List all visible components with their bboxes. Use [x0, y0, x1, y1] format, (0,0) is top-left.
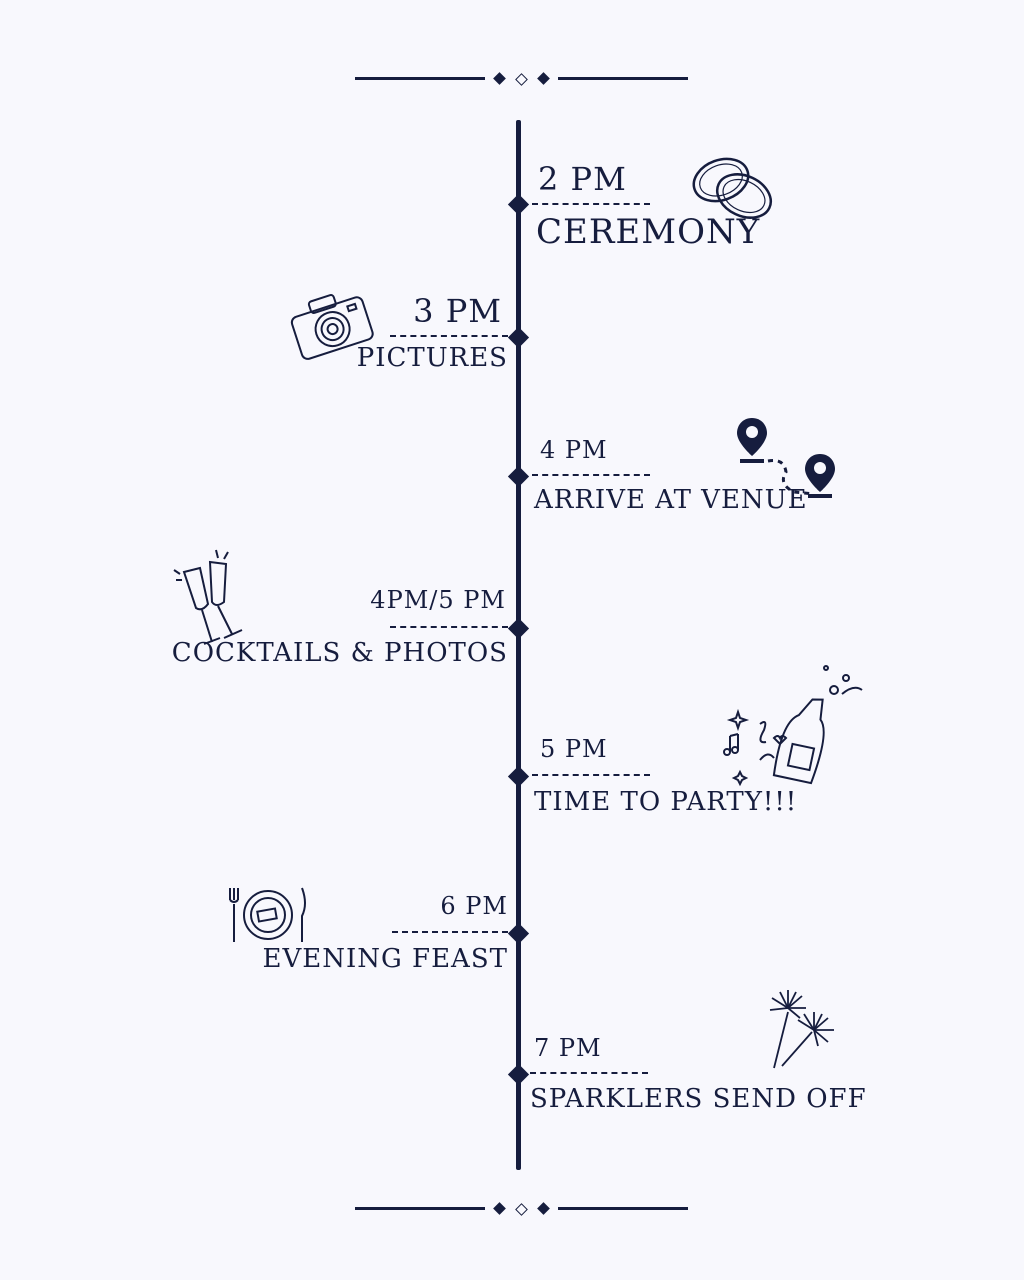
divider-diamond: [493, 72, 506, 85]
champagne-glasses-icon: [173, 549, 243, 645]
divider-line-left: [355, 77, 485, 80]
divider-diamond: [537, 1202, 550, 1215]
divider-line-left: [355, 1207, 485, 1210]
event-connector: [532, 774, 650, 776]
event-connector: [392, 931, 508, 933]
timeline-node: [507, 765, 530, 788]
timeline-node: [507, 617, 530, 640]
timeline-node: [507, 465, 530, 488]
divider-diamond-open: [515, 1203, 528, 1216]
event-label: PICTURES: [356, 343, 508, 373]
event-time: 3 PM: [413, 292, 502, 330]
timeline-node: [507, 193, 530, 216]
event-connector: [532, 474, 650, 476]
event-time: 5 PM: [540, 735, 608, 763]
map-pin-route-icon: [737, 418, 835, 498]
event-connector: [390, 335, 508, 337]
event-time: 4 PM: [540, 436, 608, 464]
timeline-node: [507, 326, 530, 349]
event-label: ARRIVE AT VENUE: [534, 485, 808, 515]
event-label: COCKTAILS & PHOTOS: [171, 638, 508, 668]
event-label: EVENING FEAST: [262, 944, 508, 974]
event-connector: [530, 1072, 648, 1074]
camera-icon: [290, 294, 374, 360]
divider-line-right: [558, 77, 688, 80]
divider-diamond-open: [515, 73, 528, 86]
event-time: 7 PM: [534, 1034, 602, 1062]
event-connector: [532, 203, 650, 205]
divider-diamond: [537, 72, 550, 85]
divider-line-right: [558, 1207, 688, 1210]
champagne-bottle-music-icon: [723, 665, 863, 787]
rings-icon: [692, 157, 772, 219]
plate-cutlery-icon: [229, 887, 306, 942]
event-time: 6 PM: [440, 892, 508, 920]
event-label: CEREMONY: [536, 212, 761, 252]
event-connector: [390, 626, 508, 628]
timeline-node: [507, 922, 530, 945]
timeline-node: [507, 1063, 530, 1086]
timeline-spine: [516, 120, 521, 1170]
sparklers-icon: [769, 990, 834, 1069]
event-time: 2 PM: [538, 160, 627, 198]
event-label: SPARKLERS SEND OFF: [530, 1084, 867, 1114]
event-time: 4PM/5 PM: [370, 586, 506, 614]
divider-diamond: [493, 1202, 506, 1215]
event-label: TIME TO PARTY!!!: [534, 787, 798, 817]
